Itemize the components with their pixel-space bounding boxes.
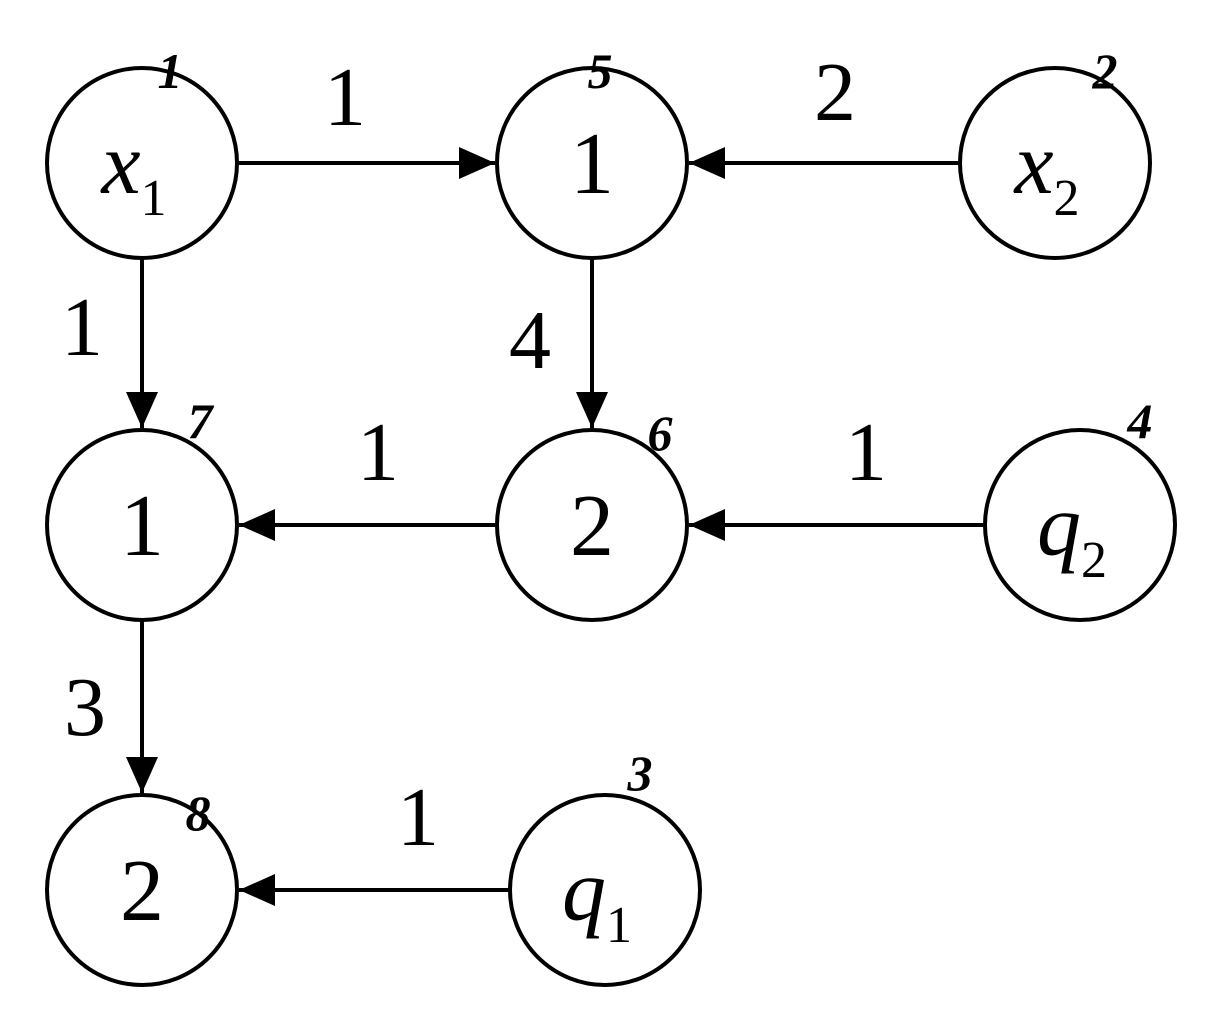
node-circle-x2	[958, 66, 1152, 260]
node-circle-q2	[983, 428, 1177, 622]
node-index-x1: 1	[158, 43, 183, 99]
node-label-x2: x2	[1012, 116, 1079, 227]
node-circle-q1	[508, 793, 702, 987]
node-q1: q1 3	[508, 745, 702, 987]
edge-weight-n5-n6: 4	[509, 294, 551, 387]
edge-weight-n7-n8: 3	[64, 661, 106, 754]
node-label-n5: 1	[570, 116, 614, 213]
node-n7: 17	[45, 393, 239, 622]
node-index-n8: 8	[186, 785, 211, 841]
node-x2: x22	[958, 43, 1152, 260]
node-label-n6: 2	[570, 478, 614, 575]
node-symbol-q1: q	[562, 843, 606, 940]
node-subscript-x1: 1	[141, 170, 167, 227]
edge-weight-x1-n5: 1	[324, 51, 366, 144]
node-label-n8: 2	[120, 843, 164, 940]
node-symbol-n6: 2	[570, 478, 614, 575]
node-label-x1: x1	[99, 116, 166, 227]
node-n5: 15	[495, 43, 689, 260]
node-symbol-q2: q	[1037, 478, 1081, 575]
edge-weight-x2-n5: 2	[814, 46, 856, 139]
node-subscript-q1: 1	[606, 897, 632, 954]
node-label-n7: 1	[120, 478, 164, 575]
node-index-n7: 7	[188, 393, 215, 449]
node-index-n6: 6	[648, 405, 673, 461]
edge-weight-x1-n7: 1	[61, 281, 103, 374]
node-circle-n7	[45, 428, 239, 622]
node-symbol-x2: x	[1012, 116, 1053, 213]
edge-weight-q1-n8: 1	[397, 771, 439, 864]
node-symbol-x1: x	[99, 116, 140, 213]
node-label-q2: q2	[1037, 478, 1107, 589]
node-circle-x1	[45, 66, 239, 260]
node-circle-n6	[495, 428, 689, 622]
node-circle-n5	[495, 66, 689, 260]
node-subscript-x2: 2	[1054, 170, 1080, 227]
node-q2: q2 4	[983, 393, 1177, 622]
node-x1: x11	[45, 43, 239, 260]
edge-weight-q2-n6: 1	[845, 406, 887, 499]
node-n8: 28	[45, 785, 239, 987]
node-subscript-q2: 2	[1081, 532, 1107, 589]
node-index-n5: 5	[588, 43, 613, 99]
node-index-x2: 2	[1092, 43, 1118, 99]
node-symbol-n8: 2	[120, 843, 164, 940]
node-label-q1: q1	[562, 843, 632, 954]
node-circle-n8	[45, 793, 239, 987]
edge-weight-n6-n7: 1	[357, 406, 399, 499]
node-symbol-n7: 1	[120, 478, 164, 575]
node-n6: 26	[495, 405, 689, 622]
node-index-q2: 4	[1127, 393, 1153, 449]
node-symbol-n5: 1	[570, 116, 614, 213]
node-index-q1: 3	[627, 745, 653, 801]
